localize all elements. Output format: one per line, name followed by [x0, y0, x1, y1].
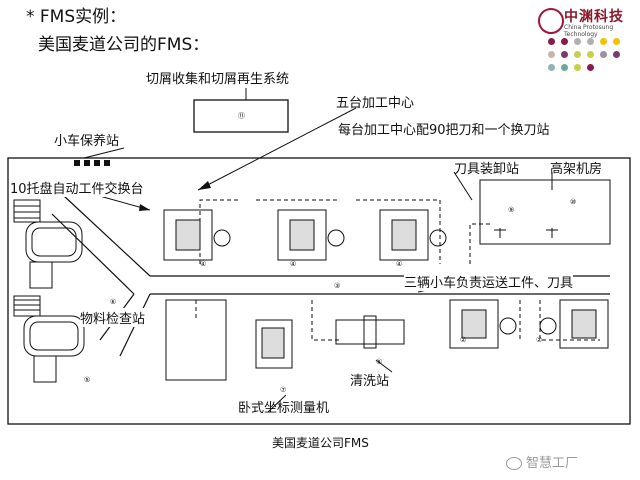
label-high-rack: 高架机房: [550, 162, 603, 177]
cart-maintenance-icons: [74, 160, 110, 166]
watermark: 智慧工厂: [506, 452, 578, 471]
marker-10: ⑨: [508, 206, 514, 214]
logo-dot: [613, 51, 620, 58]
marker-3: ④: [290, 260, 296, 268]
marker-11: ⑩: [570, 198, 576, 206]
logo-dot: [561, 64, 568, 71]
logo-dot: [561, 38, 568, 45]
marker-7: ⑤: [84, 376, 90, 384]
label-tool-station: 刀具装卸站: [454, 162, 520, 177]
label-cleaning: 清洗站: [350, 374, 390, 389]
label-pallet-exchange: 10托盘自动工件交换台: [10, 178, 144, 197]
machining-center-5: [539, 299, 609, 349]
logo-dot: [587, 64, 594, 71]
logo-dot: [600, 51, 607, 58]
logo-mark-icon: [538, 8, 564, 34]
cleaning-station: [335, 319, 405, 345]
label-chip-system: 切屑收集和切屑再生系统: [146, 72, 290, 87]
logo-dot: [574, 51, 581, 58]
label-cmm: 卧式坐标测量机: [238, 401, 330, 416]
logo-dot: [548, 51, 555, 58]
slide-subtitle: 美国麦道公司的FMS：: [38, 35, 210, 55]
marker-5: ③: [334, 282, 340, 290]
logo-dot: [561, 51, 568, 58]
marker-12: ②: [536, 336, 542, 344]
marker-2: ④: [200, 260, 206, 268]
logo-dot: [574, 38, 581, 45]
wechat-icon: [506, 457, 522, 470]
marker-9: ⑥: [376, 358, 382, 366]
high-rack-room: [479, 179, 611, 245]
slide-bullet-title: * FMS实例：: [26, 7, 127, 27]
label-tools-each: 每台加工中心配90把刀和一个换刀站: [338, 123, 550, 138]
logo-dot: [600, 38, 607, 45]
machining-center-3: [379, 209, 447, 261]
logo-dot: [548, 64, 555, 71]
logo-dot: [587, 51, 594, 58]
pallet-exchange-upper: [13, 199, 83, 289]
marker-6: ⑥: [110, 298, 116, 306]
watermark-text: 智慧工厂: [526, 456, 579, 471]
label-three-carts: 三辆小车负责运送工件、刀具: [404, 272, 574, 291]
label-material-check: 物料检查站: [80, 308, 146, 327]
cmm-area: [165, 299, 227, 381]
chip-system-box: [193, 99, 289, 133]
machining-center-1: [163, 209, 231, 261]
logo-brand-en: China Protosung Technology: [564, 24, 614, 38]
label-five-centers: 五台加工中心: [336, 96, 415, 111]
logo-dot-grid: [548, 38, 628, 82]
figure-caption: 美国麦道公司FMS: [272, 436, 369, 450]
logo-dot: [587, 38, 594, 45]
machining-center-2: [277, 209, 345, 261]
logo-dot: [574, 64, 581, 71]
logo-dot: [548, 38, 555, 45]
label-cart-maintenance: 小车保养站: [54, 134, 120, 149]
logo-brand-cn: 中渊科技: [564, 9, 624, 25]
marker-8: ⑦: [280, 386, 286, 394]
logo-dot: [613, 38, 620, 45]
marker-4: ④: [396, 260, 402, 268]
cmm-machine: [255, 319, 293, 369]
pallet-exchange-lower: [13, 295, 85, 383]
machining-center-4: [449, 299, 517, 349]
company-logo: 中渊科技 China Protosung Technology: [536, 4, 638, 84]
marker-1: ⑪: [238, 112, 245, 120]
marker-13: ②: [460, 336, 466, 344]
